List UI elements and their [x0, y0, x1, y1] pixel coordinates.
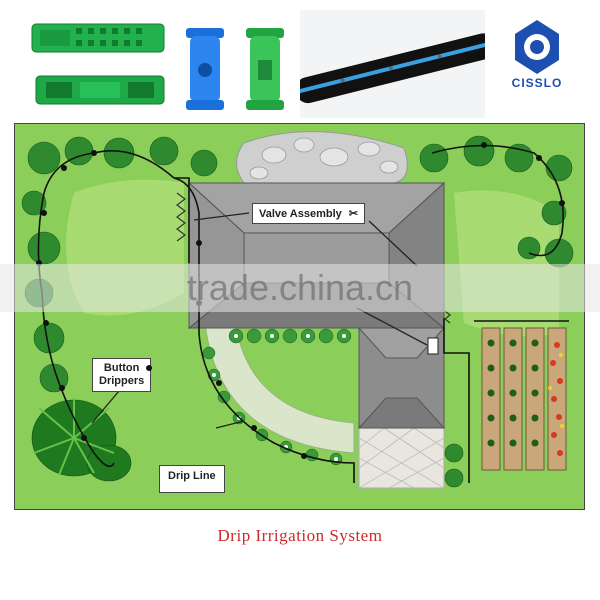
watermark-text: trade.china.cn	[186, 267, 414, 308]
thumb-tee-fittings	[180, 10, 290, 118]
brand-logo-text: CISSLO	[511, 76, 563, 90]
thumb-green-connectors	[28, 10, 176, 118]
watermark-band: trade.china.cn	[0, 264, 600, 312]
button-drippers-text-2: Drippers	[99, 375, 145, 387]
garden-illustration	[14, 123, 585, 510]
dripper-dot-icon	[146, 365, 153, 371]
drip-line-label: Drip Line	[159, 465, 225, 493]
valve-assembly-text: Valve Assembly	[259, 208, 342, 220]
button-drippers-text-1: Button	[103, 362, 140, 374]
thumb-drip-tube	[295, 10, 496, 118]
button-drippers-label: Button Drippers	[92, 358, 153, 392]
garden-diagram: Valve Assembly ✂ Button Drippers Drip Li…	[14, 123, 585, 510]
scissors-icon: ✂	[348, 208, 359, 220]
valve-assembly-label: Valve Assembly ✂	[252, 203, 366, 224]
product-thumbnails: CISSLO	[0, 0, 600, 122]
diagram-caption: Drip Irrigation System	[217, 526, 383, 545]
drip-line-text: Drip Line	[168, 470, 216, 482]
brand-logo: CISSLO	[497, 10, 577, 118]
